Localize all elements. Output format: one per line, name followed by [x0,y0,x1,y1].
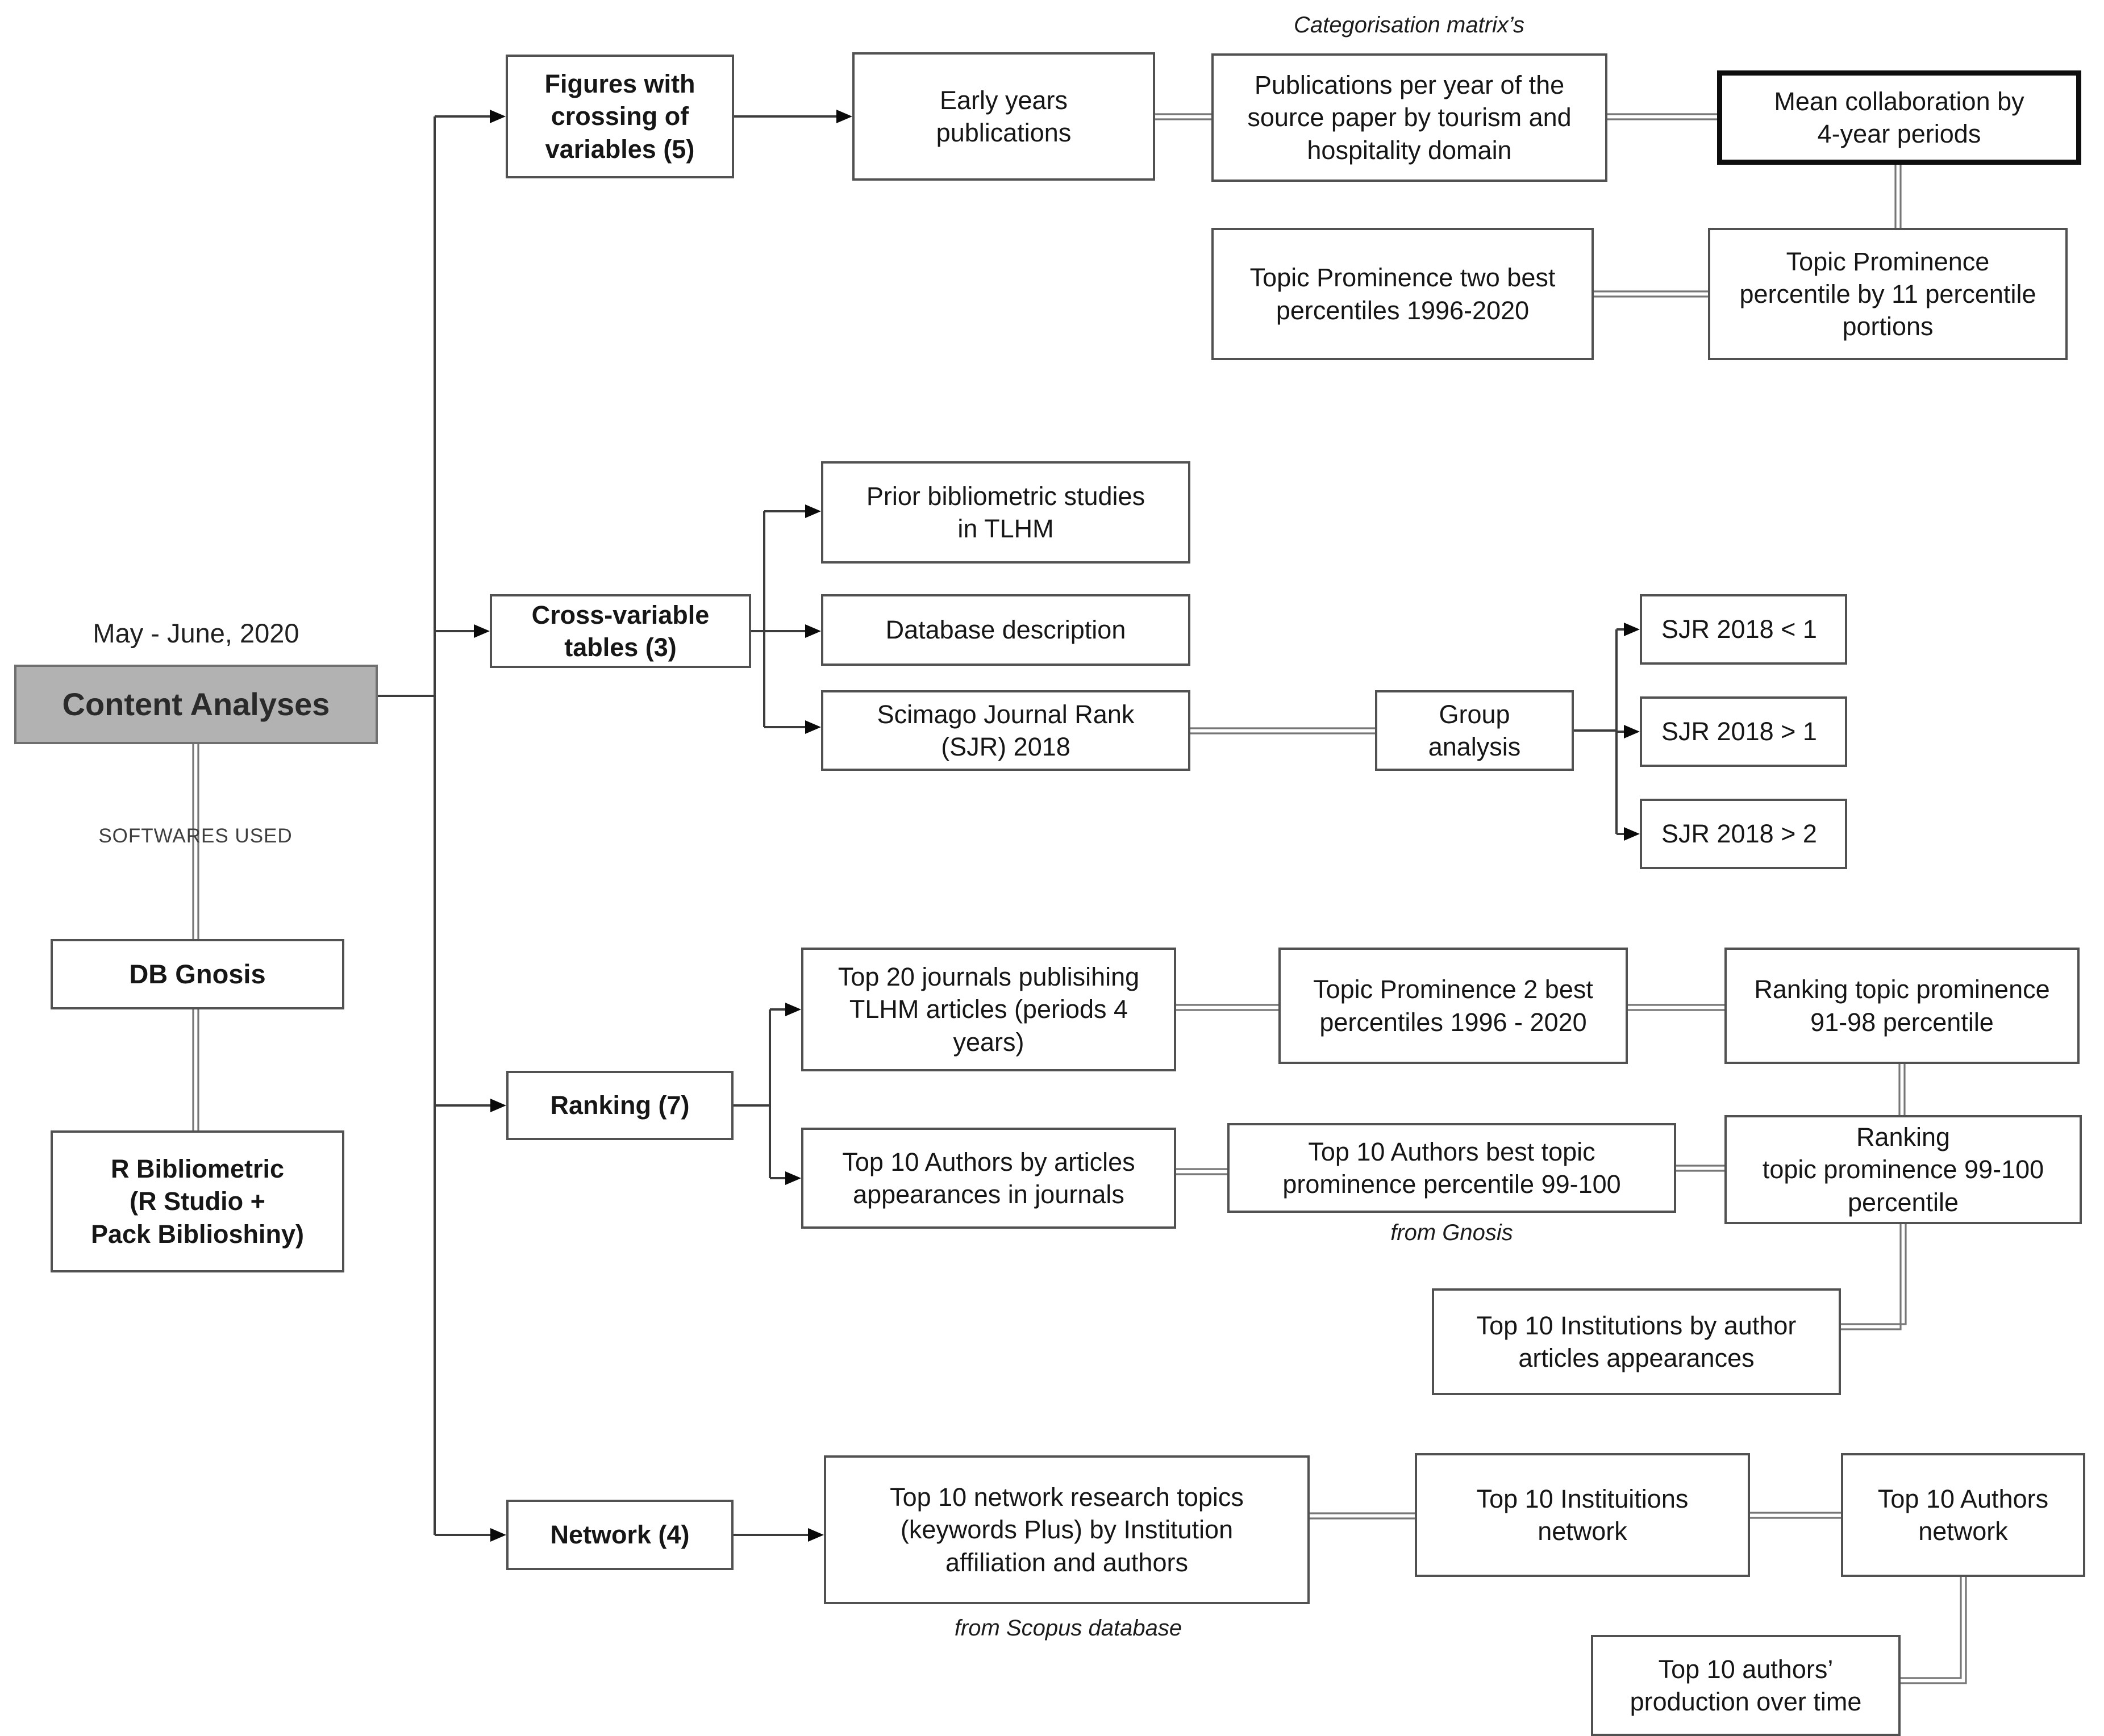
mean-collaboration-box: Mean collaboration by 4-year periods [1717,70,2081,165]
from-gnosis-caption: from Gnosis [1390,1220,1513,1245]
database-description-box: Database description [821,594,1190,666]
date-label: May - June, 2020 [93,617,299,648]
top10-authors-best-box: Top 10 Authors best topic prominence per… [1227,1123,1676,1213]
top20-journals-box: Top 20 journals publisihing TLHM article… [801,948,1176,1071]
publications-per-year-box: Publications per year of the source pape… [1211,53,1607,182]
arrowheads [474,110,1640,1542]
ranking-91-98-box: Ranking topic prominence 91-98 percentil… [1724,948,2080,1064]
content-analyses-box: Content Analyses [14,665,378,744]
top10-authors-network-box: Top 10 Authors network [1841,1453,2085,1577]
from-scopus-caption: from Scopus database [954,1615,1182,1641]
categorisation-matrix-caption: Categorisation matrix’s [1293,12,1525,37]
early-years-publications-box: Early years publications [852,52,1155,181]
top10-institutions-network-box: Top 10 Instituitions network [1415,1453,1750,1577]
db-gnosis-box: DB Gnosis [51,939,344,1009]
topic-prominence-11-portions-box: Topic Prominence percentile by 11 percen… [1708,228,2068,360]
figures-category-box: Figures with crossing of variables (5) [506,55,734,178]
double-line-connectors [192,113,1967,1684]
r-bibliometric-box: R Bibliometric (R Studio + Pack Bibliosh… [51,1130,344,1272]
network-category-box: Network (4) [506,1500,734,1570]
ranking-99-100-box: Ranking topic prominence 99-100 percenti… [1724,1115,2082,1224]
trunk-and-branch-lines [378,115,1626,1536]
sjr-gt-2-box: SJR 2018 > 2 [1640,799,1847,869]
top10-authors-production-box: Top 10 authors’ production over time [1591,1635,1901,1736]
topic-prominence-2best-box: Topic Prominence 2 best percentiles 1996… [1278,948,1628,1064]
ranking-category-box: Ranking (7) [506,1071,734,1140]
cross-variable-category-box: Cross-variable tables (3) [490,594,751,668]
top10-institutions-box: Top 10 Institutions by author articles a… [1432,1288,1841,1395]
group-analysis-box: Group analysis [1375,690,1574,771]
topic-prominence-two-best-box: Topic Prominence two best percentiles 19… [1211,228,1594,360]
scimago-journal-rank-box: Scimago Journal Rank (SJR) 2018 [821,690,1190,771]
sjr-gt-1-box: SJR 2018 > 1 [1640,696,1847,767]
softwares-used-caption: SOFTWARES USED [98,825,293,847]
top10-network-topics-box: Top 10 network research topics (keywords… [824,1455,1310,1604]
prior-bibliometric-studies-box: Prior bibliometric studies in TLHM [821,461,1190,564]
sjr-lt-1-box: SJR 2018 < 1 [1640,594,1847,665]
top10-authors-box: Top 10 Authors by articles appearances i… [801,1128,1176,1229]
